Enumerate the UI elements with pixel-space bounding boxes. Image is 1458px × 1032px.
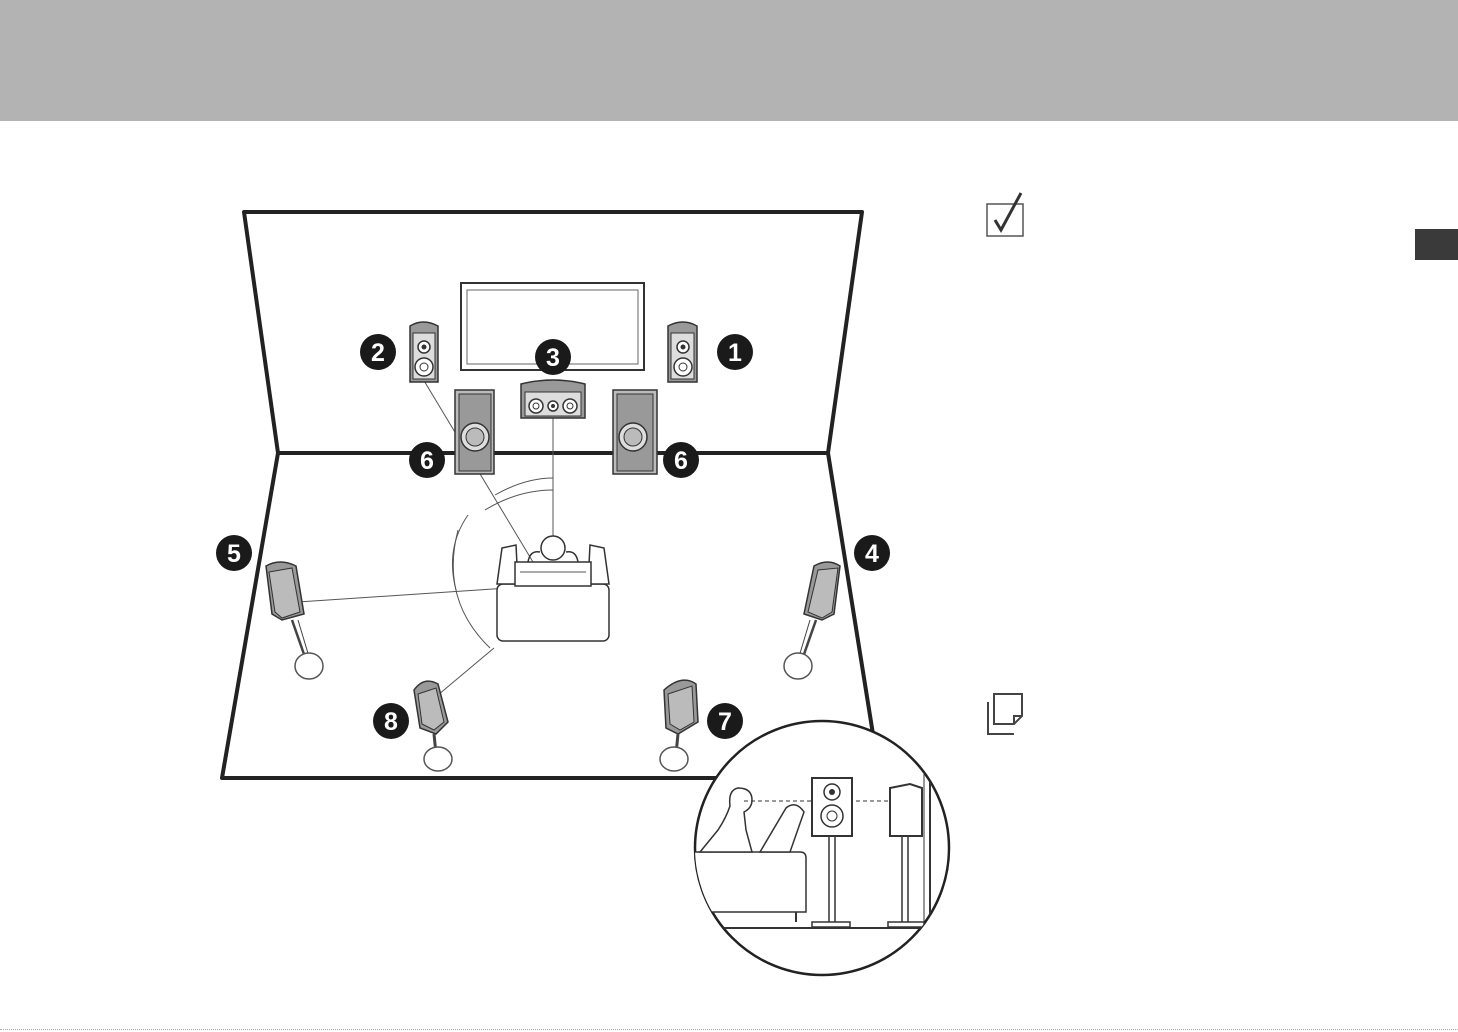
bottom-divider xyxy=(0,1029,1458,1030)
front-right-speaker[interactable] xyxy=(668,322,697,382)
speaker-badge-1: 1 xyxy=(717,334,753,370)
svg-text:4: 4 xyxy=(865,540,879,568)
speaker-badge-5: 5 xyxy=(216,535,252,571)
svg-text:7: 7 xyxy=(718,708,732,736)
speaker-badge-8: 8 xyxy=(373,703,409,739)
speaker-badge-7: 7 xyxy=(707,703,743,739)
side-view-inset xyxy=(690,721,960,975)
svg-text:6: 6 xyxy=(674,447,688,475)
speaker-badge-4: 4 xyxy=(854,535,890,571)
speaker-badge-3: 3 xyxy=(535,339,571,375)
surround-left-speaker[interactable] xyxy=(266,562,323,679)
speaker-badge-6-right: 6 xyxy=(663,442,699,478)
surround-back-right-speaker[interactable] xyxy=(660,680,698,771)
center-speaker[interactable] xyxy=(521,380,585,418)
svg-text:2: 2 xyxy=(371,339,385,367)
listener-sofa xyxy=(497,536,609,641)
subwoofer-right[interactable] xyxy=(613,390,657,474)
listening-lines xyxy=(298,379,553,700)
speaker-badge-6-left: 6 xyxy=(409,442,445,478)
svg-text:6: 6 xyxy=(420,447,434,475)
svg-text:5: 5 xyxy=(227,540,241,568)
speaker-badge-2: 2 xyxy=(360,334,396,370)
subwoofer-left[interactable] xyxy=(455,390,494,474)
svg-text:3: 3 xyxy=(546,344,560,372)
surround-back-left-speaker[interactable] xyxy=(414,681,452,771)
svg-text:1: 1 xyxy=(728,339,742,367)
svg-text:8: 8 xyxy=(384,708,398,736)
surround-right-speaker[interactable] xyxy=(784,562,840,679)
front-left-speaker[interactable] xyxy=(410,322,438,382)
